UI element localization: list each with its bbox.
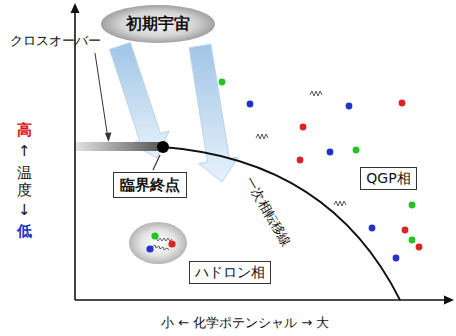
transition-line-label: 一次相転移線 bbox=[242, 174, 295, 249]
gluon bbox=[310, 91, 322, 96]
free-quarks bbox=[219, 79, 423, 262]
node-text: ハドロン相 bbox=[195, 264, 265, 281]
crossover-label: クロスオーバー bbox=[10, 33, 101, 49]
cloud-ellipse bbox=[101, 5, 215, 43]
quark bbox=[346, 103, 353, 110]
quark bbox=[393, 255, 400, 262]
leader-arrowhead bbox=[105, 133, 112, 143]
quark bbox=[247, 101, 254, 108]
quark bbox=[300, 124, 307, 131]
quark bbox=[297, 157, 304, 164]
node-text: QGP相 bbox=[366, 170, 411, 187]
critical-point bbox=[157, 141, 169, 153]
quark bbox=[151, 232, 158, 239]
crossover-band bbox=[76, 142, 162, 151]
leader-line bbox=[153, 155, 160, 170]
quark bbox=[146, 245, 153, 252]
quark bbox=[399, 100, 406, 107]
axis-arrowhead bbox=[71, 3, 80, 13]
qgp-phase-box: QGP相 bbox=[360, 167, 417, 190]
node-text: 初期宇宙 bbox=[126, 14, 190, 33]
axis-arrow-label: ↓ bbox=[18, 201, 31, 219]
gluon-spring bbox=[152, 245, 169, 250]
gluon bbox=[256, 134, 268, 139]
quark bbox=[168, 240, 175, 247]
quark bbox=[409, 202, 416, 209]
cooling-arrow bbox=[110, 43, 170, 158]
critical-point-box: 臨界終点 bbox=[113, 172, 187, 198]
axis-high-label: 高 bbox=[17, 121, 32, 139]
leader-line bbox=[95, 53, 108, 139]
quark bbox=[402, 227, 409, 234]
quark bbox=[416, 244, 423, 251]
quark bbox=[219, 79, 226, 86]
hadron bbox=[129, 222, 187, 264]
axis-title: 小 ← 化学ポテンシャル → 大 bbox=[161, 315, 329, 331]
potential-axis bbox=[75, 299, 446, 301]
cooling-arrow bbox=[189, 44, 238, 182]
gluon-spring bbox=[156, 238, 172, 241]
axis-low-label: 低 bbox=[17, 222, 32, 240]
early-universe-cloud: 初期宇宙 bbox=[100, 4, 216, 44]
temperature-label: 温度 bbox=[17, 165, 32, 198]
gluon bbox=[334, 201, 346, 206]
temperature-axis bbox=[74, 10, 76, 300]
quark bbox=[369, 225, 376, 232]
hadron-phase-box: ハドロン相 bbox=[189, 261, 271, 284]
axis-arrow-label: ↑ bbox=[18, 142, 31, 160]
quark bbox=[353, 147, 360, 154]
quark bbox=[327, 149, 334, 156]
quark bbox=[409, 237, 416, 244]
node-text: 臨界終点 bbox=[120, 176, 180, 194]
axis-arrowhead bbox=[444, 296, 454, 305]
